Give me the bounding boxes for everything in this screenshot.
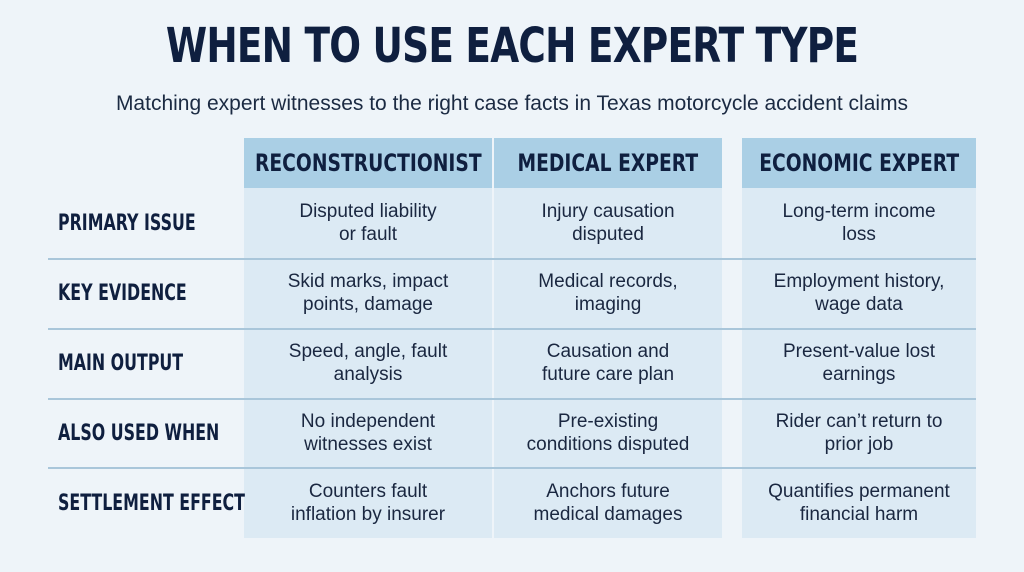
table-cell: Long-term income loss [782, 201, 936, 245]
column-background-economic [742, 188, 976, 538]
column-background-reconstructionist [244, 188, 492, 538]
table-cell: Anchors future medical damages [533, 481, 683, 525]
row-label-primary-issue: PRIMARY ISSUE [58, 210, 196, 236]
column-header-reconstructionist: RECONSTRUCTIONIST [244, 138, 492, 188]
table-cell: Medical records, imaging [538, 271, 678, 315]
row-label-main-output: MAIN OUTPUT [58, 350, 184, 376]
table-cell: Disputed liability or fault [299, 201, 437, 245]
row-divider [48, 467, 976, 469]
row-divider [48, 258, 976, 260]
page-subtitle: Matching expert witnesses to the right c… [115, 92, 909, 115]
row-divider [48, 398, 976, 400]
row-label-settlement-effect: SETTLEMENT EFFECT [58, 490, 245, 516]
table-cell: Pre-existing conditions disputed [526, 411, 690, 455]
row-divider [48, 328, 976, 330]
table-cell: Present-value lost earnings [782, 341, 936, 385]
column-header-economic-expert: ECONOMIC EXPERT [742, 138, 976, 188]
table-cell: Skid marks, impact points, damage [287, 271, 449, 315]
column-header-medical-expert: MEDICAL EXPERT [494, 138, 722, 188]
table-cell: Quantifies permanent financial harm [768, 481, 950, 525]
comparison-table: RECONSTRUCTIONIST MEDICAL EXPERT ECONOMI… [48, 138, 976, 538]
table-cell: Injury causation disputed [541, 201, 675, 245]
page-title: WHEN TO USE EACH EXPERT TYPE [165, 18, 859, 74]
row-label-also-used-when: ALSO USED WHEN [58, 420, 220, 446]
table-cell: Causation and future care plan [541, 341, 675, 385]
table-cell: Rider can’t return to prior job [775, 411, 943, 455]
table-cell: Speed, angle, fault analysis [288, 341, 448, 385]
column-background-medical [494, 188, 722, 538]
row-label-key-evidence: KEY EVIDENCE [58, 280, 187, 306]
table-cell: No independent witnesses exist [300, 411, 436, 455]
table-cell: Employment history, wage data [773, 271, 945, 315]
table-cell: Counters fault inflation by insurer [290, 481, 446, 525]
